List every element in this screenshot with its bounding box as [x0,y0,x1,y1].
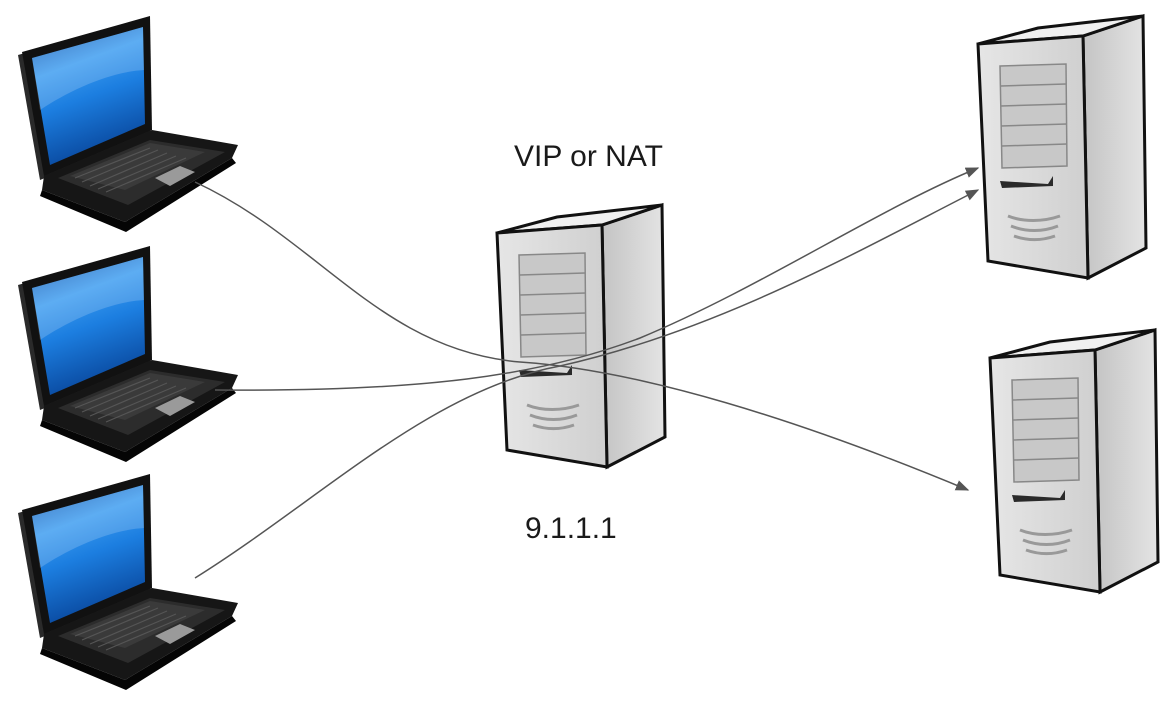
backend-server-2-icon [988,328,1160,594]
client-laptop-2 [17,245,239,463]
connection-line-client2-backend1 [214,167,980,391]
ip-address-label: 9.1.1.1 [525,512,617,545]
vip-label: VIP or NAT [514,140,663,173]
connection-line-client3-backend1 [194,189,980,579]
client-laptop-1 [17,15,239,233]
backend-server-1-icon [976,14,1148,280]
client-laptop-3 [17,473,239,691]
connection-line-client1-backend2 [194,181,970,491]
load-balancer-server-icon [495,203,667,469]
